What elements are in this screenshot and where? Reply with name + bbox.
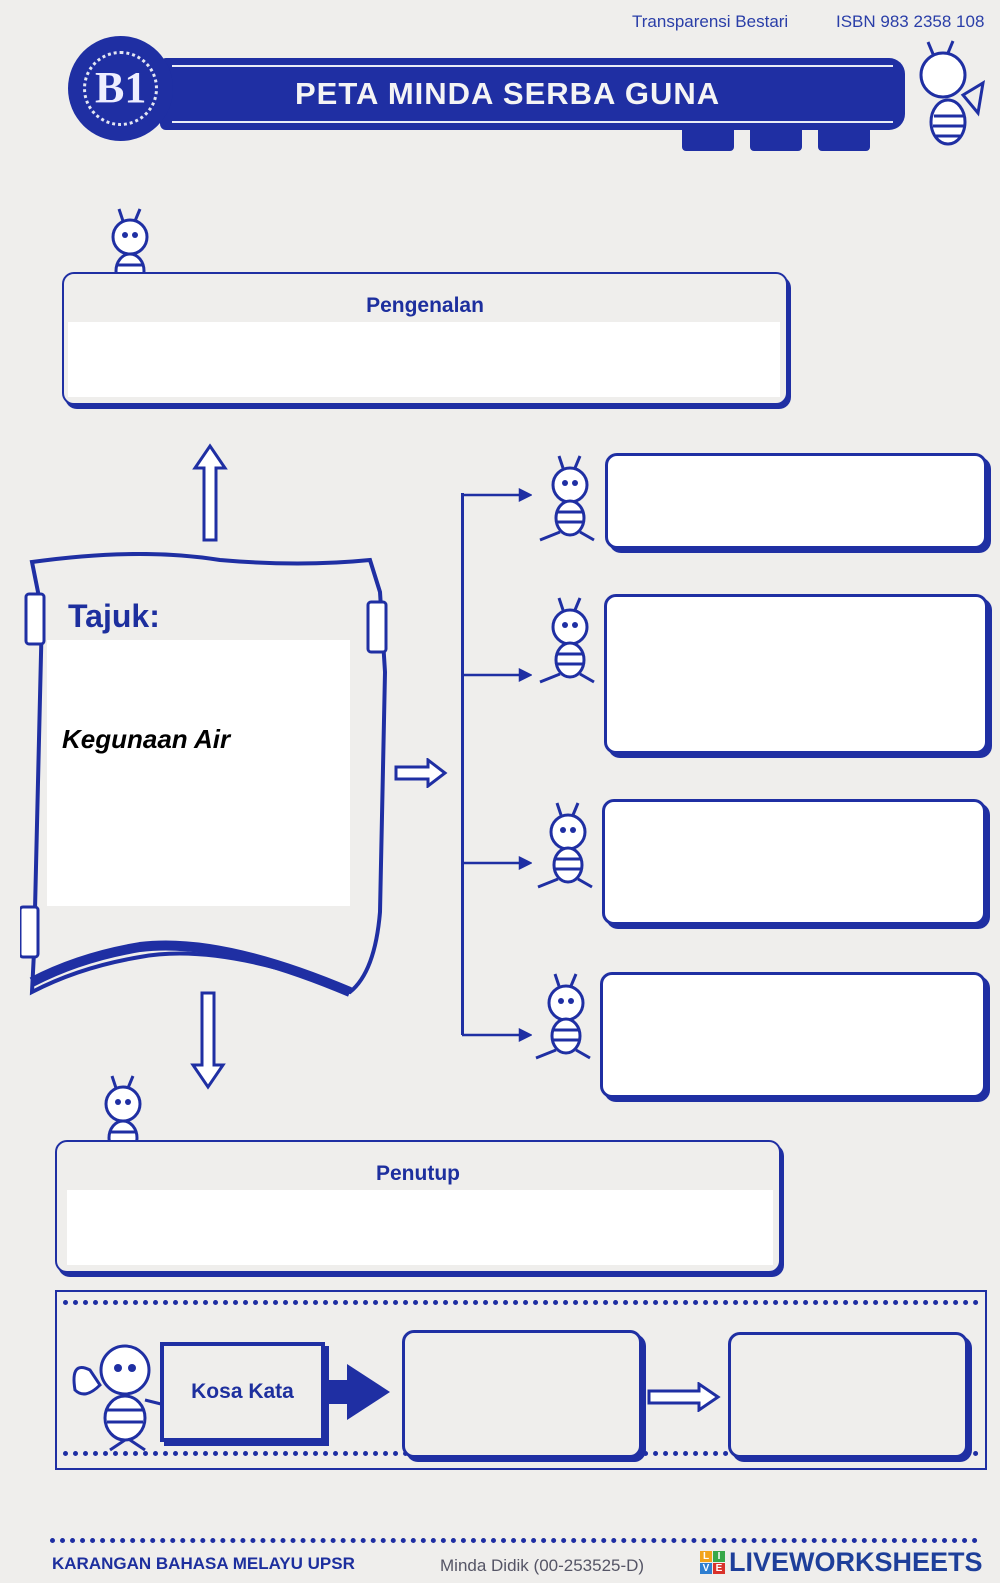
vocab-1-input[interactable]: [402, 1330, 642, 1458]
arrow-right-icon: [647, 1382, 721, 1412]
bee-mascot-icon: [919, 40, 986, 146]
closing-input[interactable]: [67, 1190, 773, 1265]
publisher-label: Transparensi Bestari: [632, 12, 789, 31]
arrow-right-icon: [325, 1364, 390, 1420]
point-4-input[interactable]: [600, 972, 986, 1098]
bee-mascot-icon: [535, 973, 591, 1060]
footer-divider: [50, 1538, 978, 1543]
logo-letter: L: [700, 1551, 712, 1562]
key-tooth: [682, 125, 734, 151]
intro-input[interactable]: [68, 322, 780, 397]
logo-letter: V: [700, 1563, 712, 1574]
arrow-up-icon: [192, 443, 228, 542]
arrow-down-icon: [190, 991, 226, 1090]
logo-letter: I: [713, 1551, 725, 1562]
topic-input[interactable]: Kegunaan Air: [47, 640, 350, 906]
strip-dots-top: [63, 1300, 979, 1305]
title-banner: [160, 58, 905, 130]
bee-mascot-icon: [539, 455, 595, 542]
bee-mascot-icon: [537, 802, 593, 889]
point-2-input[interactable]: [604, 594, 988, 754]
page-title: PETA MINDA SERBA GUNA: [295, 76, 721, 111]
vocab-label-box: Kosa Kata: [160, 1342, 325, 1442]
badge-ring: [83, 51, 158, 126]
bee-mascot-icon: [72, 1344, 166, 1452]
key-tooth: [750, 125, 802, 151]
closing-box: Penutup: [55, 1140, 781, 1273]
closing-heading: Penutup: [376, 1162, 460, 1185]
connector-line: [461, 493, 464, 1035]
logo-text: LIVEWORKSHEETS: [729, 1547, 983, 1577]
key-tooth: [818, 125, 870, 151]
topic-value: Kegunaan Air: [62, 724, 231, 754]
topic-label: Tajuk:: [68, 598, 160, 634]
isbn-label: ISBN 983 2358 108: [836, 12, 985, 31]
intro-heading: Pengenalan: [366, 294, 484, 317]
arrow-right-icon: [394, 758, 448, 788]
footer-publisher-code: Minda Didik (00-253525-D): [440, 1556, 645, 1575]
intro-box: Pengenalan: [62, 272, 788, 405]
footer-series: KARANGAN BAHASA MELAYU UPSR: [52, 1554, 355, 1573]
vocab-2-input[interactable]: [728, 1332, 968, 1458]
bee-mascot-icon: [539, 597, 595, 684]
logo-letter: E: [713, 1563, 725, 1574]
branch-arrows: [462, 487, 532, 1043]
point-3-input[interactable]: [602, 799, 986, 925]
vocab-heading: Kosa Kata: [191, 1380, 294, 1403]
point-1-input[interactable]: [605, 453, 987, 549]
badge-label: B1: [95, 63, 147, 112]
